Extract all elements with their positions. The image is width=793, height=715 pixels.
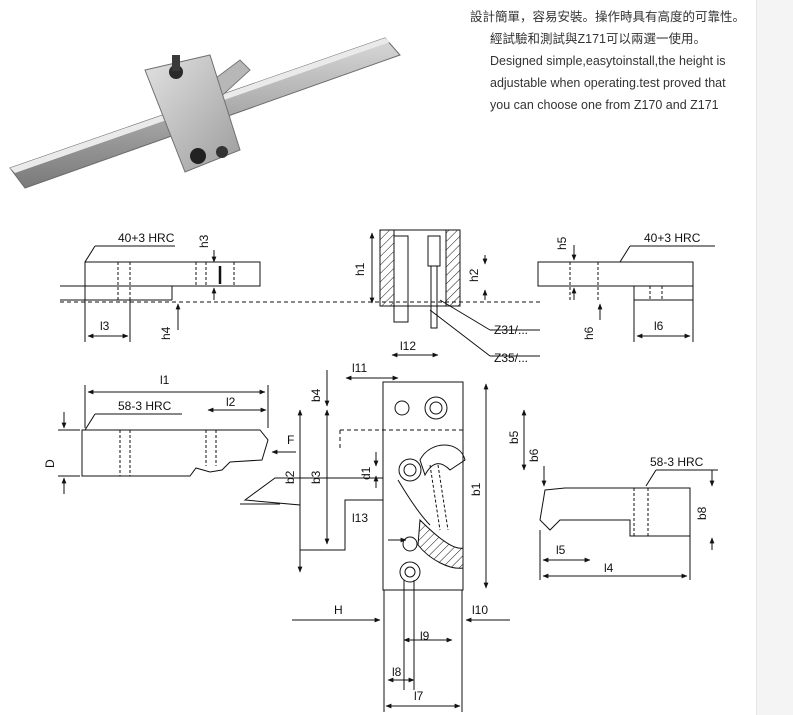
description-en-line: adjustable when operating.test proved th… xyxy=(490,76,726,90)
dim-label: b8 xyxy=(695,506,709,520)
side-strip xyxy=(756,0,793,715)
dim-label: h6 xyxy=(582,326,596,340)
hrc-label: 58-3 HRC xyxy=(650,455,704,469)
hrc-label: 58-3 HRC xyxy=(118,399,172,413)
dim-label: H xyxy=(334,603,343,617)
dim-label: h4 xyxy=(159,326,173,340)
dim-label: l5 xyxy=(556,543,566,557)
part-ref-label: Z31/... xyxy=(494,323,528,337)
top-left-part xyxy=(60,245,261,342)
dim-label: l6 xyxy=(654,319,664,333)
product-photo xyxy=(9,37,401,189)
dim-label: l11 xyxy=(352,361,367,375)
dim-label: h3 xyxy=(197,234,211,248)
dim-label: l12 xyxy=(400,339,416,353)
bolt-icon xyxy=(216,146,228,158)
description-cn-line: 設計簡單，容易安裝。操作時具有高度的可靠性。 xyxy=(470,10,746,24)
top-center-part xyxy=(369,229,540,358)
dim-label: b2 xyxy=(283,470,297,484)
dim-label: l10 xyxy=(472,603,488,617)
dim-label: h5 xyxy=(555,236,569,250)
main-body xyxy=(240,370,527,712)
top-right-part xyxy=(537,245,715,342)
dim-label: h1 xyxy=(353,262,367,276)
dim-label: b6 xyxy=(527,448,541,462)
part-ref-label: Z35/... xyxy=(494,351,528,365)
description-en-line: Designed simple,easytoinstall,the height… xyxy=(490,54,726,68)
bolt-stem xyxy=(172,55,180,71)
dim-label: b4 xyxy=(309,388,323,402)
dim-label: l8 xyxy=(392,665,402,679)
clamp-plate xyxy=(144,54,241,173)
dim-label: b3 xyxy=(309,470,323,484)
dim-label: l13 xyxy=(352,511,368,525)
technical-drawing: 40+3 HRC 40+3 HRC 58-3 HRC 58-3 HRC Z31/… xyxy=(43,229,718,712)
dim-label: b1 xyxy=(469,482,483,496)
dim-label: l7 xyxy=(414,689,424,703)
dim-label: l2 xyxy=(226,395,236,409)
bolt-icon xyxy=(190,148,206,164)
force-label: F xyxy=(287,433,294,447)
dim-label: l9 xyxy=(420,629,430,643)
dim-label: l1 xyxy=(160,373,170,387)
description-en-line: you can choose one from Z170 and Z171 xyxy=(490,98,719,112)
description-text: 設計簡單，容易安裝。操作時具有高度的可靠性。 經試驗和測試與Z171可以兩選一使… xyxy=(470,6,790,116)
dim-label: h2 xyxy=(467,268,481,282)
dim-label: b5 xyxy=(507,430,521,444)
dim-label: l3 xyxy=(100,319,110,333)
mid-right-part xyxy=(539,466,718,580)
dim-label: d1 xyxy=(359,466,373,480)
hrc-label: 40+3 HRC xyxy=(118,231,175,245)
hrc-label: 40+3 HRC xyxy=(644,231,701,245)
mid-left-part xyxy=(58,385,296,494)
dim-label: l4 xyxy=(604,561,614,575)
description-cn-line: 經試驗和測試與Z171可以兩選一使用。 xyxy=(490,32,706,46)
dim-label: D xyxy=(43,459,57,468)
